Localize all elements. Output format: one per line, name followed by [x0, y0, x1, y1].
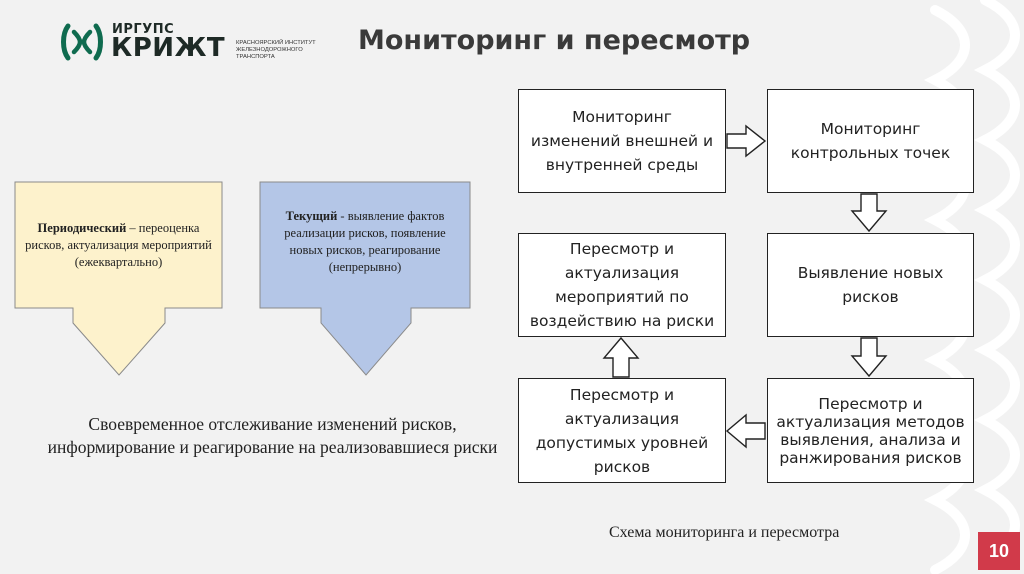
flow-box-methods-revision: Пересмотр и актуализация методов выявлен… — [767, 378, 974, 483]
conclusion-text: Своевременное отслеживание изменений рис… — [47, 414, 498, 457]
arrow-down-icon — [850, 337, 888, 378]
current-box: Текущий - выявление фактов реализации ри… — [260, 192, 470, 292]
flow-box-measures-revision: Пересмотр и актуализация мероприятий по … — [518, 233, 726, 337]
page-title: Мониторинг и пересмотр — [358, 25, 751, 56]
current-desc: - выявление фактов реализации рисков, по… — [284, 209, 446, 274]
flow-box-monitoring-environment: Мониторинг изменений внешней и внутренне… — [518, 89, 726, 193]
logo-main-text: КРИЖТ — [111, 33, 226, 63]
arrow-up-icon — [602, 336, 640, 378]
arrow-down-icon — [850, 193, 888, 233]
current-term: Текущий — [285, 209, 338, 223]
arrow-left-icon — [725, 413, 766, 449]
periodic-term: Периодический — [37, 220, 127, 235]
flow-box-risk-levels-revision: Пересмотр и актуализация допустимых уров… — [518, 378, 726, 483]
logo-subtitle: КРАСНОЯРСКИЙ ИНСТИТУТ ЖЕЛЕЗНОДОРОЖНОГО Т… — [236, 40, 316, 60]
page-number-badge: 10 — [978, 532, 1020, 570]
periodic-desc: – переоценка рисков, актуализация меропр… — [25, 220, 212, 269]
logo-top-text: ИРГУПС — [112, 22, 175, 37]
logo-icon — [61, 23, 103, 61]
flow-box-monitoring-checkpoints: Мониторинг контрольных точек — [767, 89, 974, 193]
diagram-caption: Схема мониторинга и пересмотра — [609, 524, 840, 541]
flow-box-new-risks: Выявление новых рисков — [767, 233, 974, 337]
periodic-box: Периодический – переоценка рисков, актуа… — [15, 195, 222, 295]
arrow-right-icon — [726, 124, 767, 158]
